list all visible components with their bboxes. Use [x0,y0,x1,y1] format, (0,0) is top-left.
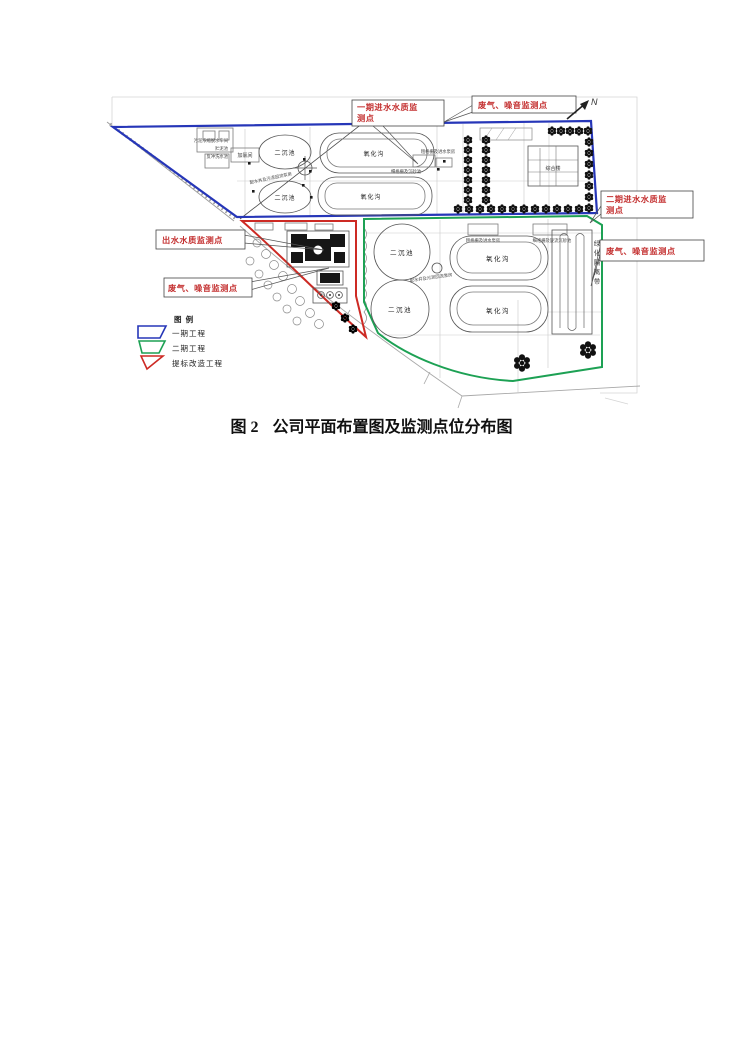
legend-title: 图 例 [174,314,194,324]
p1-ditch-1-label: 氧化沟 [363,150,384,158]
phase2-influent-callout-line1: 二期进水水质监 [606,194,667,204]
phase1-influent-callout-line2: 测点 [357,113,375,123]
phase1-influent-callout [351,99,445,127]
effluent-callout-text: 出水水质监测点 [162,235,223,245]
legend: 图 例 一期工程 二期工程 提标改造工程 [137,314,223,371]
site-plan-figure: 污泥浓缩脱水车间 贮泥池 反冲洗水池 加氯间 二沉池 二沉池 配水井及污泥回流泵… [0,0,743,440]
legend-label-upgrade: 提标改造工程 [172,358,223,368]
callouts: 一期进水水质监 测点 废气、噪音监测点 二期进水水质监 测点 废气、噪音监测点 … [155,95,705,298]
left-gas-noise-callout-text: 废气、噪音监测点 [168,283,238,293]
legend-swatch-phase2 [137,340,167,354]
legend-swatch-phase1 [137,325,168,339]
chlorination-room-label: 加氯间 [237,152,252,159]
upgrade-area [239,220,368,340]
p1-clarifier-1-label: 二沉池 [274,149,295,157]
left-gas-noise-callout [163,277,253,298]
p2-ditch-1-label: 氧化沟 [486,254,510,263]
sheet-frame [111,96,638,405]
site-plan-svg: 污泥浓缩脱水车间 贮泥池 反冲洗水池 加氯间 二沉池 二沉池 配水井及污泥回流泵… [106,95,705,409]
admin-building-label: 综合楼 [545,165,560,172]
north-label: N [591,97,598,107]
phase2-influent-callout [600,190,694,219]
legend-label-phase2: 二期工程 [172,344,206,353]
p2-clarifier-1-label: 二沉池 [390,248,414,257]
figure-number: 图 2 [230,419,259,436]
top-gas-noise-callout [471,95,577,114]
right-gas-noise-callout [599,239,705,262]
p1-fine-screen-label: 细格栅及沉砂池 [391,168,422,175]
p1-clarifier-2-label: 二沉池 [274,194,295,202]
effluent-callout [155,229,246,250]
p1-ditch-2-label: 氧化沟 [360,193,381,201]
upgrade-boundary [239,220,368,340]
p2-clarifier-2-label: 二沉池 [388,305,412,314]
p2-coarse-screen-label: 粗格栅及进水泵房 [466,237,500,244]
p1-coarse-screen-label: 粗格栅及进水泵房 [421,148,455,155]
phase2-boundary [363,214,603,383]
p2-distribution-well-label: 配水井及污泥回流泵房 [409,271,453,284]
legend-label-phase1: 一期工程 [172,329,206,338]
phase2-influent-callout-line2: 测点 [606,205,624,215]
sludge-tank-label: 贮泥池 [215,145,229,152]
influent-pipe-line [239,122,364,220]
figure-caption: 图 2 公司平面布置图及监测点位分布图 [0,413,743,437]
legend-swatch-upgrade [139,355,166,371]
phase1-boundary [109,119,599,219]
green-belt-label: 绿化隔离带 [592,240,599,288]
top-gas-noise-callout-text: 废气、噪音监测点 [478,100,548,110]
phase1-area: 污泥浓缩脱水车间 贮泥池 反冲洗水池 加氯间 二沉池 二沉池 配水井及污泥回流泵… [109,119,599,219]
backwash-tank-label: 反冲洗水池 [207,153,229,160]
plan-gridlines [237,123,601,393]
pump-symbols [248,158,446,199]
sludge-dewater-label: 污泥浓缩脱水车间 [194,137,228,144]
right-gas-noise-callout-text: 废气、噪音监测点 [606,246,676,256]
phase2-area: 粗格栅及进水泵房 细格栅及旋流沉砂池 二沉池 二沉池 配水井及污泥回流泵房 氧化… [363,214,603,383]
phase1-influent-callout-line1: 一期进水水质监 [357,102,418,112]
north-arrow-head [580,100,589,110]
figure-title: 公司平面布置图及监测点位分布图 [272,419,513,436]
north-arrow: N [566,97,598,120]
p2-ditch-2-label: 氧化沟 [486,306,510,315]
